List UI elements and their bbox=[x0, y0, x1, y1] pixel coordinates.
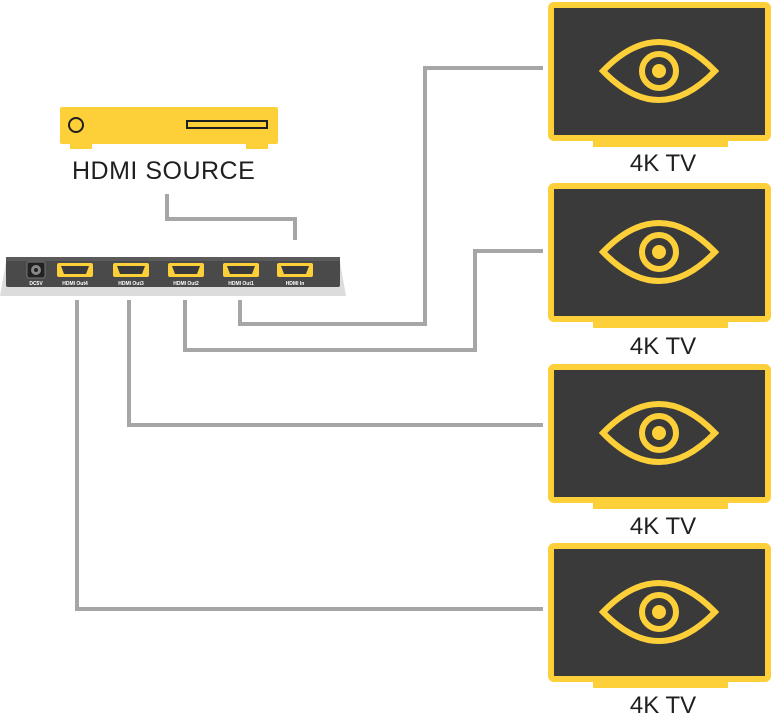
hdmi-out4-port-icon bbox=[57, 263, 93, 277]
cable-out1-to-tv1 bbox=[238, 66, 543, 326]
hdmi-out2-port-icon bbox=[168, 263, 204, 277]
tv-3 bbox=[548, 364, 771, 509]
hdmi-source-label: HDMI SOURCE bbox=[72, 157, 256, 185]
power-button-icon bbox=[68, 117, 84, 133]
dc5v-jack-icon bbox=[26, 261, 46, 279]
tv-4-label: 4K TV bbox=[629, 692, 697, 719]
port-label-out3: HDMI Out3 bbox=[118, 281, 144, 287]
hdmi-out1-port-icon bbox=[223, 263, 259, 277]
cable-out2-to-tv2 bbox=[183, 249, 543, 352]
cable-source-to-in bbox=[165, 194, 297, 240]
splitter-device: DC5V HDMI Out4 HDMI Out3 HDMI Out2 HDMI … bbox=[0, 257, 346, 296]
tv-4 bbox=[548, 543, 771, 688]
eye-icon bbox=[598, 220, 720, 284]
hdmi-source-device bbox=[60, 107, 278, 149]
port-label-out2: HDMI Out2 bbox=[173, 281, 199, 287]
tv-1-label: 4K TV bbox=[629, 150, 697, 177]
tv-2 bbox=[548, 183, 771, 328]
port-label-out1: HDMI Out1 bbox=[228, 281, 254, 287]
cable-out3-to-tv3 bbox=[127, 300, 543, 427]
tv-2-label: 4K TV bbox=[629, 333, 697, 360]
hdmi-out3-port-icon bbox=[113, 263, 149, 277]
cable-out4-to-tv4 bbox=[75, 300, 543, 611]
eye-icon bbox=[598, 580, 720, 644]
port-label-in: HDMI In bbox=[286, 281, 305, 287]
eye-icon bbox=[598, 39, 720, 103]
disc-slot-icon bbox=[186, 120, 268, 129]
cables bbox=[75, 66, 543, 611]
hdmi-in-port-icon bbox=[277, 263, 313, 277]
eye-icon bbox=[598, 401, 720, 465]
port-label-dc5v: DC5V bbox=[29, 281, 43, 287]
tv-3-label: 4K TV bbox=[629, 513, 697, 540]
tv-1 bbox=[548, 2, 771, 147]
port-label-out4: HDMI Out4 bbox=[62, 281, 88, 287]
